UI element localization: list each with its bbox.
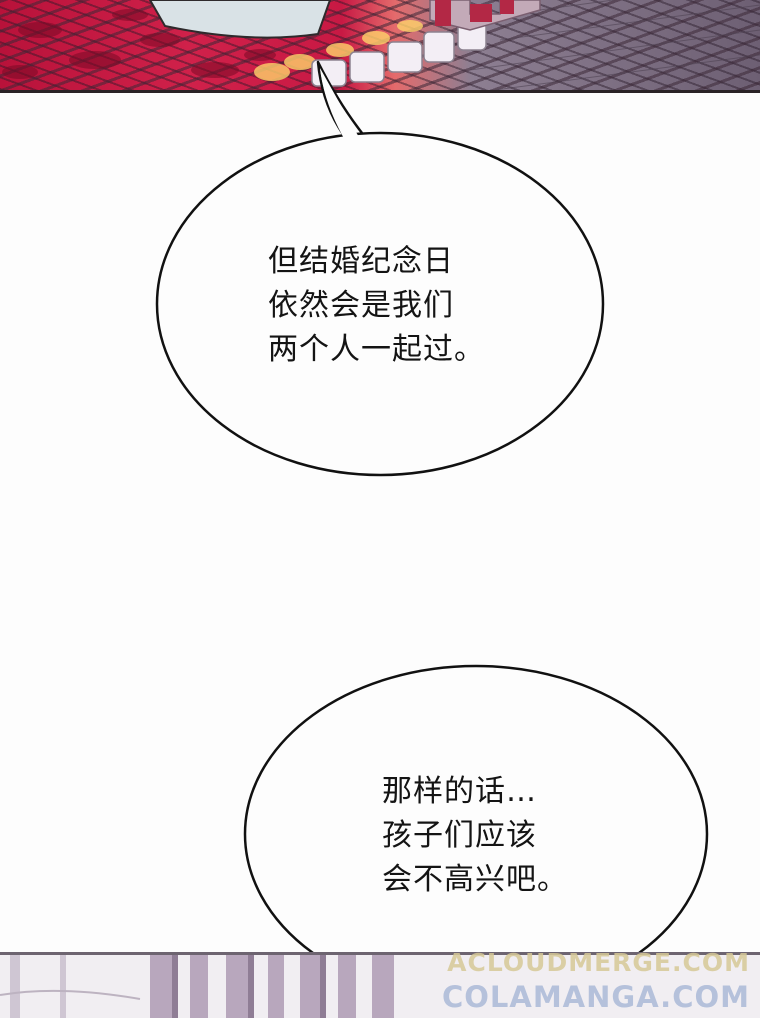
curtain-stripes-art bbox=[0, 955, 394, 1018]
petals-and-candles-art bbox=[2, 0, 760, 90]
bubble-1-line-3: 两个人一起过。 bbox=[268, 332, 485, 367]
speech-bubble-2-text: 那样的话… 孩子们应该 会不高兴吧。 bbox=[382, 770, 568, 902]
bubble-1-line-1: 但结婚纪念日 bbox=[268, 244, 454, 279]
watermark-colamanga: COLAMANGA.COM bbox=[441, 980, 750, 1014]
watermark-acloudmerge: ACLOUDMERGE.COM bbox=[447, 948, 750, 977]
speech-bubble-1 bbox=[155, 60, 605, 477]
bubble-2-line-3: 会不高兴吧。 bbox=[382, 862, 568, 897]
top-illustration-panel bbox=[0, 0, 760, 93]
speech-bubble-1-text: 但结婚纪念日 依然会是我们 两个人一起过。 bbox=[268, 240, 485, 372]
bottom-illustration-panel bbox=[0, 952, 760, 1018]
bubble-1-line-2: 依然会是我们 bbox=[268, 288, 454, 323]
bubble-2-line-1: 那样的话… bbox=[382, 774, 537, 809]
bubble-2-line-2: 孩子们应该 bbox=[382, 818, 537, 853]
